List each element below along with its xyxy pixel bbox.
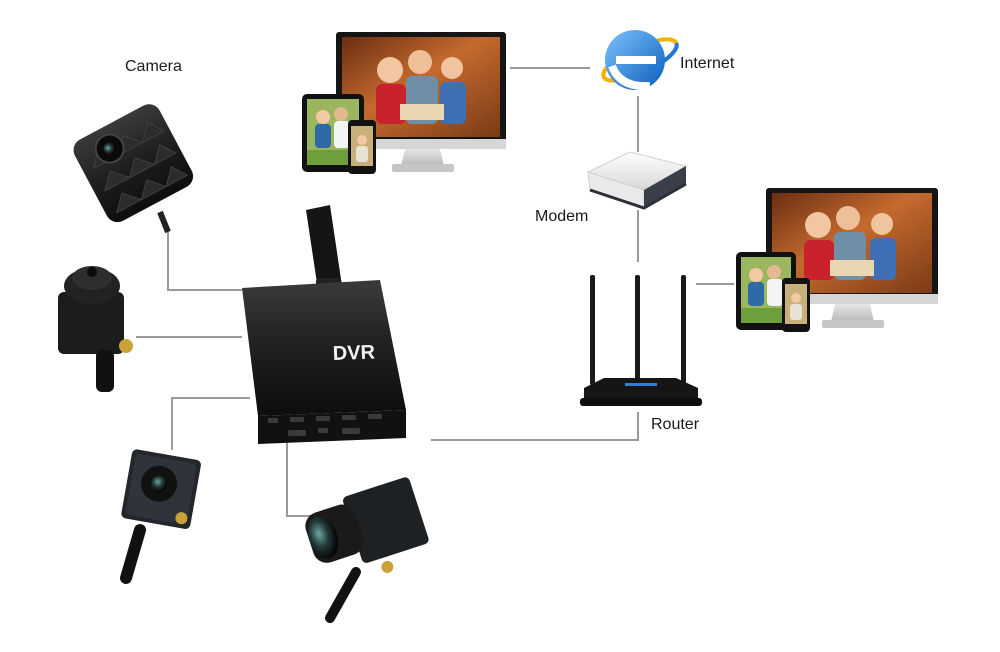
monitor-icon — [336, 32, 506, 172]
connector-lines — [136, 67, 734, 517]
pinhole-camera-icon — [120, 449, 201, 584]
dvr-label: DVR — [332, 342, 376, 365]
connector-dvr-router — [431, 412, 639, 441]
router-icon — [580, 275, 702, 406]
camera-icon — [73, 104, 194, 234]
connector-camera-dvr — [167, 232, 242, 291]
monitor-icon — [766, 188, 938, 328]
camera-label: Camera — [125, 58, 182, 75]
monitor-group-right — [736, 188, 938, 332]
antenna-icon — [306, 205, 342, 292]
pinhole-camera-icon — [58, 266, 133, 392]
internet-label: Internet — [680, 55, 735, 72]
connector-pinhole3-dvr — [286, 440, 312, 517]
phone-icon — [348, 120, 376, 174]
internet-explorer-icon — [601, 30, 679, 91]
monitor-group-top — [302, 32, 506, 174]
phone-icon — [782, 278, 810, 332]
pinhole-camera-icon — [305, 477, 429, 623]
modem-label: Modem — [535, 208, 589, 225]
modem-icon — [586, 151, 688, 210]
tablet-icon — [736, 252, 796, 330]
dvr-icon: DVR — [242, 205, 406, 444]
connector-pinhole2-dvr — [171, 397, 250, 450]
router-label: Router — [651, 416, 700, 433]
